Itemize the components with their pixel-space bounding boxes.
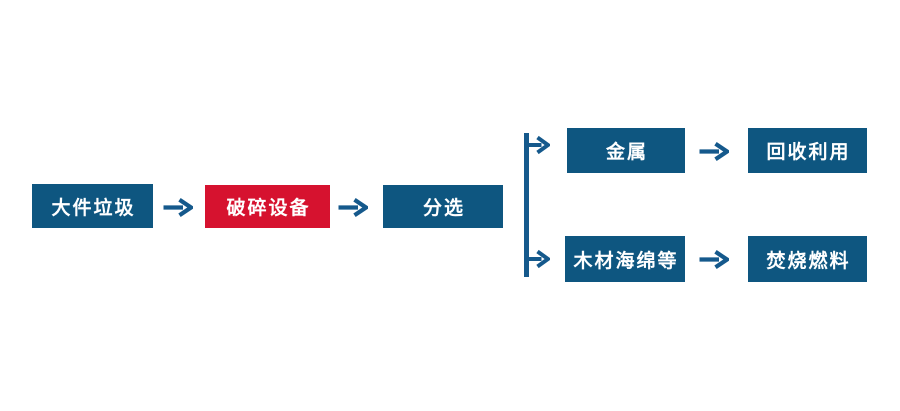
node-incineration-fuel: 焚烧燃料 — [748, 236, 867, 282]
node-bulky-waste: 大件垃圾 — [32, 184, 153, 228]
node-sorting-label: 分选 — [422, 197, 465, 219]
node-bulky-waste-label: 大件垃圾 — [51, 196, 136, 219]
node-recycling: 回收利用 — [748, 128, 867, 173]
node-incineration-fuel-label: 焚烧燃料 — [766, 249, 851, 272]
branch-connector-line — [524, 133, 529, 277]
node-wood-sponge-label: 木材海绵等 — [573, 249, 679, 272]
node-crushing-equipment: 破碎设备 — [205, 185, 330, 228]
node-wood-sponge: 木材海绵等 — [565, 236, 685, 282]
node-recycling-label: 回收利用 — [766, 141, 851, 163]
node-metal: 金属 — [567, 128, 685, 173]
flow-arrow-icon — [338, 198, 370, 217]
branch-arrow-icon — [528, 249, 552, 269]
flow-arrow-icon — [699, 142, 731, 161]
flow-arrow-icon — [163, 198, 195, 217]
node-metal-label: 金属 — [605, 141, 648, 163]
node-sorting: 分选 — [383, 185, 503, 228]
node-crushing-equipment-label: 破碎设备 — [226, 197, 311, 219]
branch-arrow-icon — [528, 135, 552, 155]
flow-arrow-icon — [699, 250, 731, 269]
